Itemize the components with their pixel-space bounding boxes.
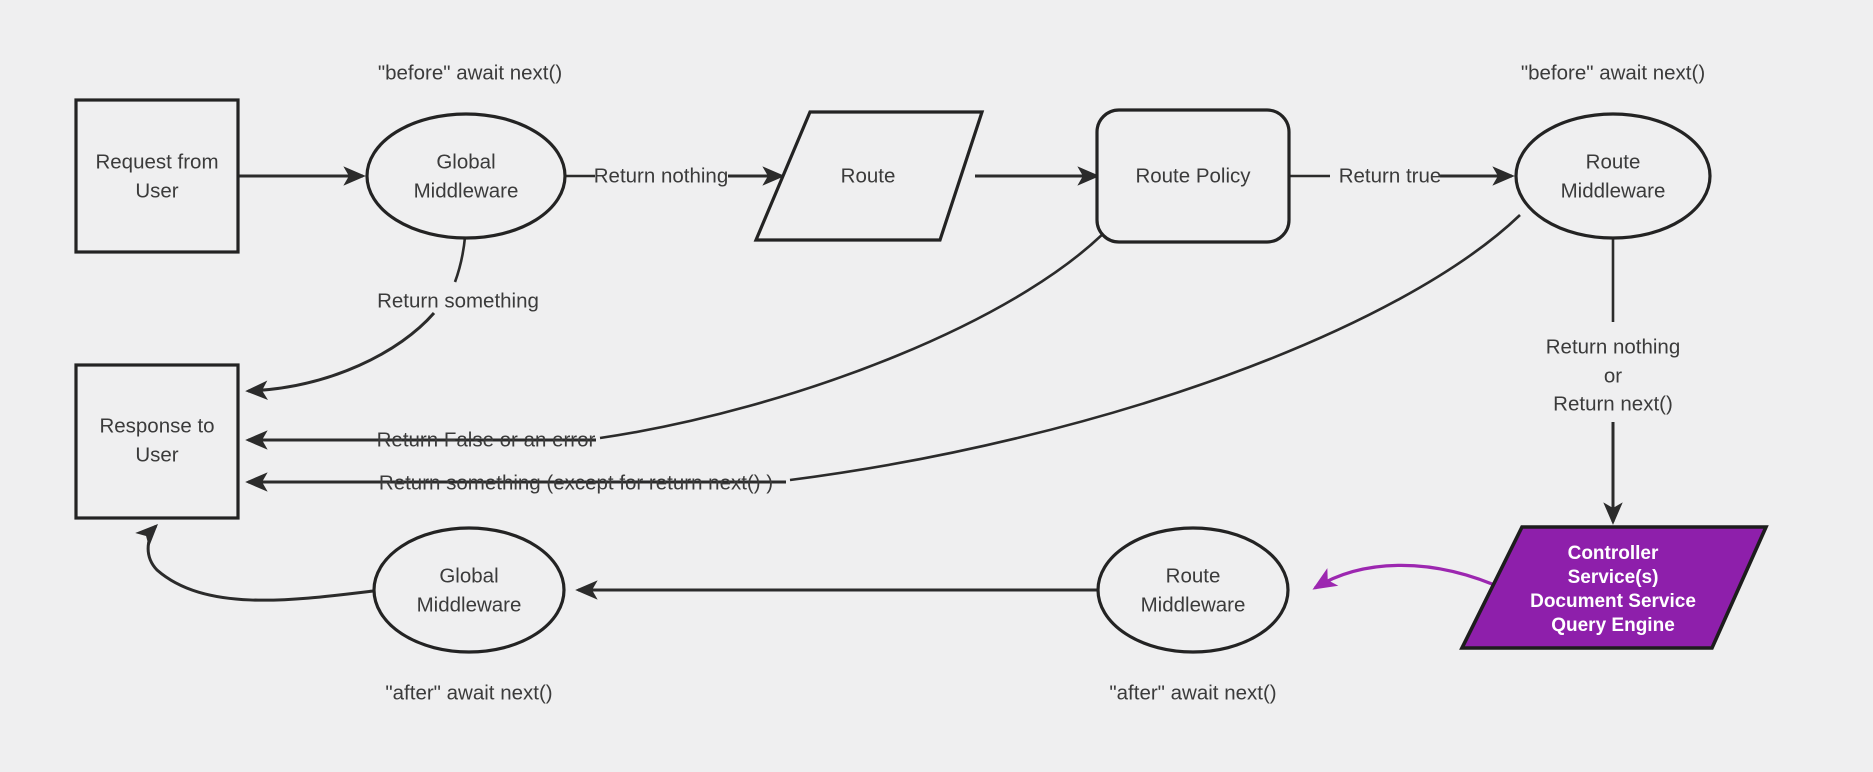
route-middleware-bottom-label-line2: Middleware bbox=[1141, 593, 1246, 616]
global-middleware-bottom-label-line1: Global bbox=[439, 564, 498, 587]
edge-label-return-nothing-or-line3: Return next() bbox=[1553, 392, 1673, 415]
controller-services-label-line4: Query Engine bbox=[1551, 615, 1675, 636]
controller-services-label-line1: Controller bbox=[1568, 543, 1659, 564]
route-middleware-top-label-line2: Middleware bbox=[1561, 179, 1666, 202]
node-route-middleware-bottom[interactable]: Route Middleware bbox=[1096, 526, 1290, 654]
request-from-user-box bbox=[74, 98, 240, 254]
edge-return-something-to-response bbox=[245, 312, 436, 401]
global-middleware-top-label-line2: Middleware bbox=[414, 179, 519, 202]
note-after-await-next-route: "after" await next() bbox=[1109, 681, 1276, 704]
edge-controller-to-route-middleware-bottom bbox=[1312, 563, 1507, 592]
note-after-await-next-global: "after" await next() bbox=[385, 681, 552, 704]
request-from-user-label-line2: User bbox=[135, 179, 178, 202]
route-policy-label: Route Policy bbox=[1135, 164, 1251, 187]
edge-label-return-nothing-or-line1: Return nothing bbox=[1546, 335, 1680, 358]
node-route-middleware-top[interactable]: Route Middleware bbox=[1514, 112, 1712, 240]
edge-label-return-false-or-error: Return False or an error bbox=[377, 428, 596, 451]
controller-services-label-line2: Service(s) bbox=[1568, 567, 1659, 588]
controller-services-parallelogram bbox=[1459, 525, 1769, 650]
route-middleware-top-ellipse bbox=[1514, 112, 1712, 240]
global-middleware-top-label-line1: Global bbox=[436, 150, 495, 173]
edge-label-return-nothing-or-line2: or bbox=[1604, 364, 1622, 387]
route-policy-box bbox=[1095, 108, 1291, 244]
route-middleware-bottom-label-line1: Route bbox=[1166, 564, 1221, 587]
route-label: Route bbox=[841, 164, 896, 187]
edge-route-middleware-to-return-something-curve bbox=[789, 214, 1521, 482]
edge-label-return-something-top: Return something bbox=[377, 289, 539, 312]
edge-label-return-nothing: Return nothing bbox=[594, 164, 728, 187]
global-middleware-bottom-label-line2: Middleware bbox=[417, 593, 522, 616]
node-route-policy[interactable]: Route Policy bbox=[1095, 108, 1291, 244]
note-before-await-next-global: "before" await next() bbox=[378, 61, 562, 84]
global-middleware-bottom-ellipse bbox=[372, 526, 566, 654]
edge-label-return-something-except: Return something (except for return next… bbox=[379, 471, 773, 494]
edge-route-policy-to-return-false-curve bbox=[599, 215, 1121, 440]
node-request-from-user[interactable]: Request from User bbox=[74, 98, 240, 254]
response-to-user-label-line1: Response to bbox=[99, 414, 214, 437]
route-parallelogram bbox=[753, 110, 985, 242]
node-route[interactable]: Route bbox=[753, 110, 985, 242]
response-to-user-box bbox=[74, 363, 240, 520]
node-global-middleware-top[interactable]: Global Middleware bbox=[365, 112, 567, 240]
controller-services-label-line3: Document Service bbox=[1530, 591, 1696, 612]
edge-global-middleware-bottom-to-response bbox=[135, 524, 374, 602]
request-from-user-label-line1: Request from bbox=[95, 150, 218, 173]
node-global-middleware-bottom[interactable]: Global Middleware bbox=[372, 526, 566, 654]
route-middleware-top-label-line1: Route bbox=[1586, 150, 1641, 173]
note-before-await-next-route: "before" await next() bbox=[1521, 61, 1705, 84]
node-response-to-user[interactable]: Response to User bbox=[74, 363, 240, 520]
edge-label-return-true: Return true bbox=[1339, 164, 1442, 187]
global-middleware-top-ellipse bbox=[365, 112, 567, 240]
response-to-user-label-line2: User bbox=[135, 443, 178, 466]
route-middleware-bottom-ellipse bbox=[1096, 526, 1290, 654]
node-controller-services[interactable]: Controller Service(s) Document Service Q… bbox=[1459, 525, 1769, 650]
